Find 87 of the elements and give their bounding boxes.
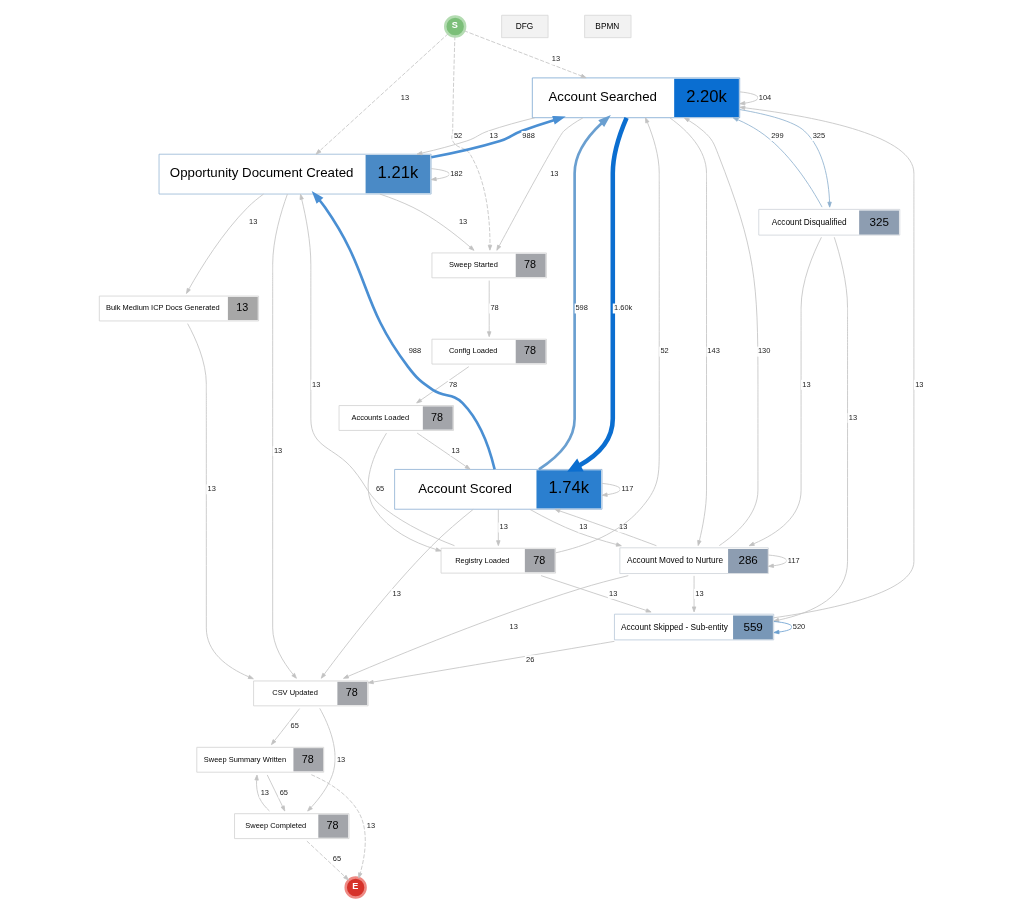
arrow: [343, 575, 629, 679]
arrow: [416, 366, 470, 404]
edge-label: 52: [453, 130, 463, 140]
edge-label: 13: [802, 379, 811, 389]
edge-label: 988: [522, 130, 535, 140]
arrow: [540, 575, 652, 613]
edge-label: 13: [509, 621, 518, 631]
arrow: [669, 117, 707, 546]
edge-label: 13: [260, 787, 269, 797]
arrow: [496, 117, 584, 251]
edge-label: 13: [551, 54, 561, 64]
edge-label: 13: [273, 446, 283, 456]
arrow: [431, 116, 566, 159]
edge-label: 13: [336, 754, 346, 764]
node-circle: S: [443, 15, 467, 38]
edge-label: 13: [451, 446, 460, 456]
edge-label: 299: [771, 130, 784, 140]
label: DFG: [515, 20, 534, 31]
edge-label: 65: [279, 787, 289, 797]
arrow: [299, 193, 455, 547]
arrow: [416, 432, 471, 470]
edge-label: 13: [848, 412, 858, 422]
arrow: [683, 117, 759, 546]
edge-label: 13: [915, 379, 924, 389]
arrow: [739, 109, 832, 208]
edge-label: 13: [458, 217, 468, 227]
edge-label: 13: [695, 588, 704, 598]
edge-label: 130: [757, 346, 771, 356]
arrow: [732, 117, 823, 208]
arrow: [367, 432, 442, 552]
edge-label: 13: [619, 522, 628, 532]
arrow: [739, 105, 915, 619]
edge-label: 13: [400, 92, 410, 102]
edge-label: 104: [758, 92, 772, 102]
arrow: [186, 193, 264, 294]
edge-label: 13: [609, 588, 618, 598]
edge-label: 65: [375, 484, 385, 494]
arrow: [463, 30, 587, 79]
edge-label: 78: [448, 379, 458, 389]
arrow: [748, 236, 822, 547]
arrow: [601, 482, 621, 497]
edge-label: 1.60k: [614, 303, 633, 313]
arrow: [768, 554, 787, 568]
arrow: [538, 115, 611, 471]
arrow: [555, 117, 660, 554]
edge-label: 26: [526, 655, 535, 665]
arrow: [554, 508, 657, 547]
arrow: [430, 168, 450, 182]
edge-label: 988: [408, 346, 422, 356]
edge-label: 143: [707, 346, 720, 356]
edge-label: 520: [792, 621, 806, 631]
label: BPMN: [595, 20, 620, 31]
arrow: [266, 774, 286, 812]
edge-label: 13: [579, 522, 588, 532]
arrow: [315, 33, 449, 155]
arrow: [487, 280, 492, 338]
edge-label: 598: [575, 303, 588, 313]
arrow: [567, 116, 629, 472]
edge-label: 117: [787, 555, 800, 565]
arrow: [320, 509, 474, 679]
edge-label: 13: [392, 588, 401, 598]
arrow: [306, 840, 349, 881]
arrow: [310, 774, 366, 879]
edge-label: 117: [621, 484, 634, 494]
edge-label: 65: [290, 721, 299, 731]
edge-label: 13: [249, 217, 258, 227]
arrow: [529, 509, 622, 547]
arrow: [307, 707, 336, 812]
arrow: [187, 323, 254, 680]
edge-label: 78: [490, 303, 499, 313]
edge-label: 325: [812, 130, 826, 140]
edge-label: 65: [332, 854, 342, 864]
arrow: [773, 621, 793, 635]
edge-label: 13: [207, 484, 216, 494]
edge-label: 13: [499, 522, 508, 532]
arrow: [691, 575, 697, 613]
arrow: [379, 193, 475, 251]
edge-label: 13: [489, 130, 498, 140]
arrow: [496, 509, 501, 547]
arrow: [367, 640, 615, 685]
edge-label: 52: [660, 346, 669, 356]
arrow: [773, 236, 848, 623]
edge-label: 13: [312, 379, 321, 389]
edge-label: 13: [550, 168, 559, 178]
edge-label: 13: [366, 820, 376, 830]
edge-label: 182: [450, 168, 463, 178]
arrow: [739, 91, 759, 106]
